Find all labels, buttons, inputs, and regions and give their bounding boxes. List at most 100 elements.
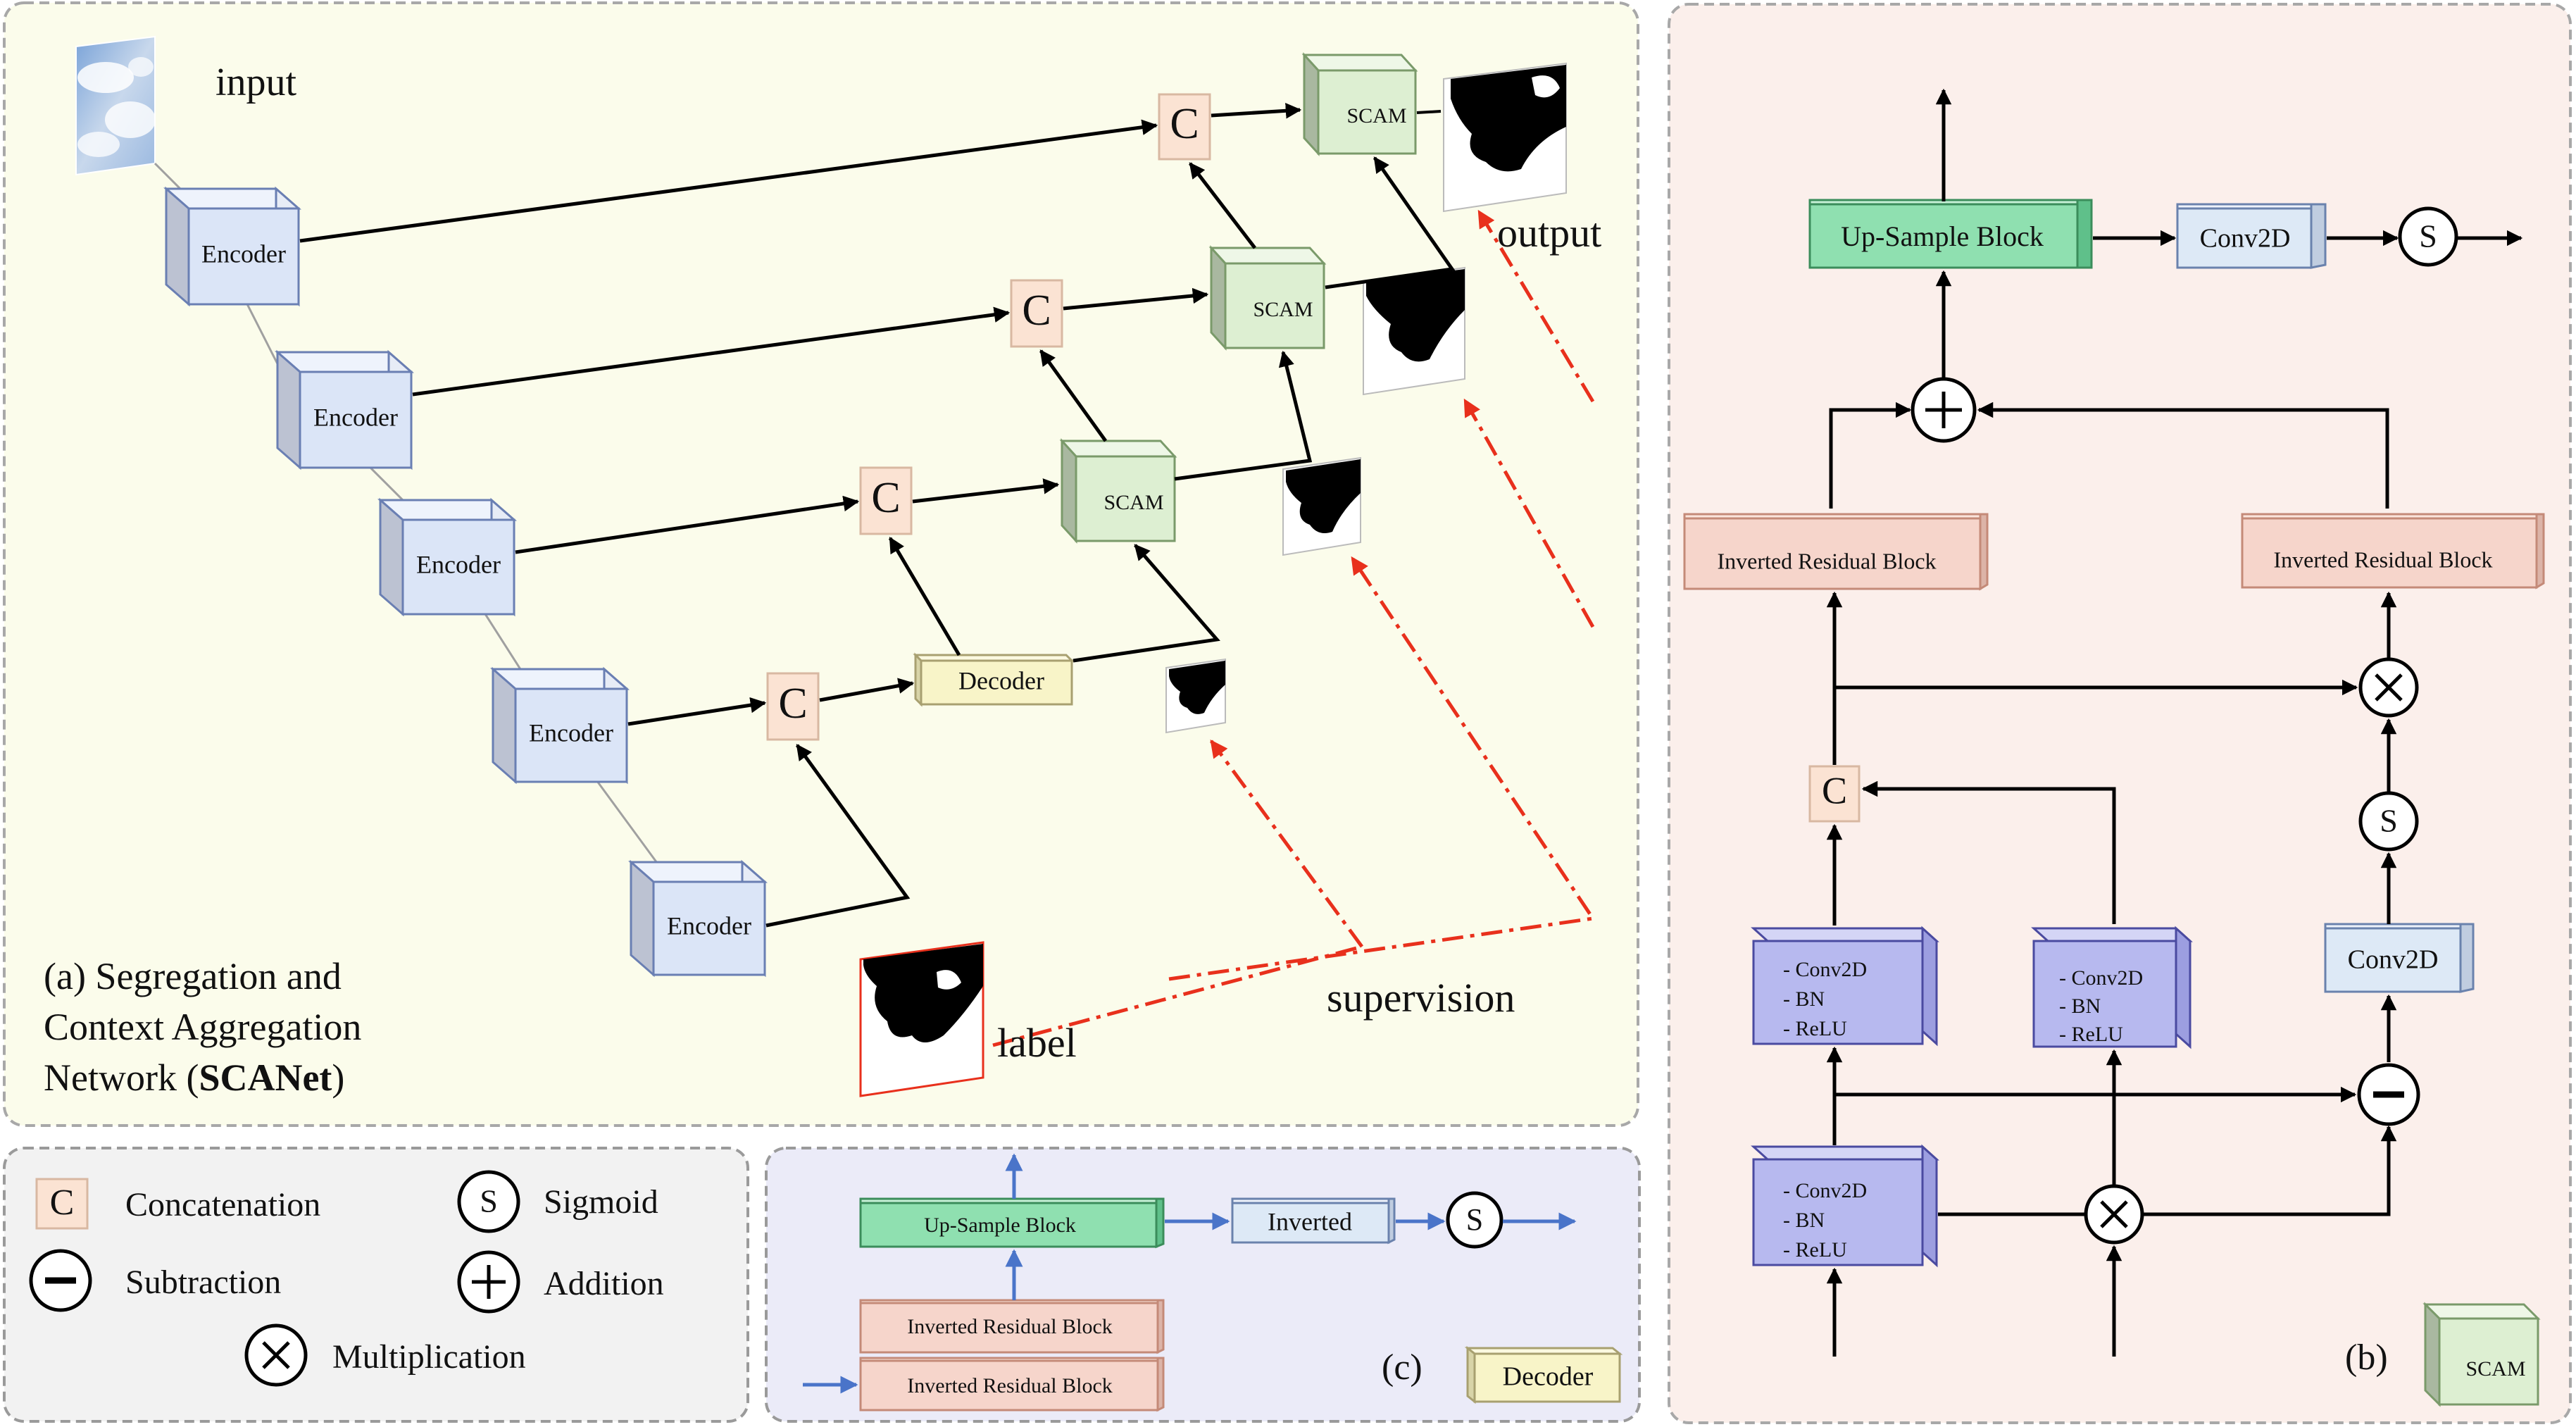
svg-text:Encoder: Encoder	[529, 718, 613, 747]
inverted-residual-block: Inverted Residual Block	[2241, 513, 2545, 590]
label-text: label	[997, 1020, 1077, 1066]
svg-text:Decoder: Decoder	[958, 666, 1044, 694]
svg-text:C: C	[1170, 100, 1199, 148]
concat-to-scam-arrow	[912, 478, 1060, 504]
conv-bn-relu-block: - Conv2D - BN - ReLU	[2031, 926, 2193, 1049]
svg-text:Inverted Residual Block: Inverted Residual Block	[907, 1315, 1113, 1338]
upsample-block: Up-Sample Block	[859, 1197, 1165, 1249]
svg-text:- ReLU: - ReLU	[2059, 1023, 2123, 1046]
svg-text:S: S	[2419, 218, 2437, 254]
output-label: output	[1497, 210, 1601, 256]
cbr-to-concat-arrow	[1861, 780, 2116, 924]
svg-text:- BN: - BN	[1783, 987, 1825, 1011]
bottleneck-arrow	[765, 744, 911, 928]
svg-text:Encoder: Encoder	[201, 239, 286, 268]
panel-a-caption-line: Context Aggregation	[44, 1006, 361, 1048]
concat-to-decoder-arrow	[819, 678, 915, 702]
inverted-residual-block: Inverted Residual Block	[859, 1299, 1165, 1354]
inverted-residual-block: Inverted Residual Block	[859, 1357, 1165, 1412]
svg-text:C: C	[778, 680, 807, 728]
prediction-mask	[1363, 266, 1465, 396]
conv2d-box: Conv2D	[2176, 203, 2327, 269]
skip-connection-arrow	[627, 697, 767, 726]
svg-text:- Conv2D: - Conv2D	[2059, 966, 2143, 990]
encoder-box: Encoder	[163, 186, 301, 307]
sigmoid-node: S	[1446, 1191, 1503, 1249]
supervision-lines	[992, 209, 1596, 1047]
scam-to-scam-arrow	[1174, 350, 1313, 481]
svg-text:Up-Sample Block: Up-Sample Block	[924, 1214, 1076, 1237]
svg-text:Inverted: Inverted	[1268, 1207, 1352, 1235]
svg-text:Decoder: Decoder	[1503, 1362, 1594, 1392]
svg-text:S: S	[1466, 1202, 1483, 1237]
irb-to-add-arrow	[1977, 401, 2389, 509]
panel-b-background	[1668, 3, 2572, 1424]
decoder-box: Decoder	[913, 652, 1075, 707]
addition-node	[1911, 377, 1977, 443]
decoder-badge: Decoder	[1464, 1345, 1623, 1404]
decoder-to-concat-arrow	[888, 537, 961, 656]
inverted-residual-block: Inverted Residual Block	[1683, 513, 1989, 591]
svg-text:Conv2D: Conv2D	[2348, 945, 2439, 975]
input-image	[75, 35, 156, 176]
panel-a-caption-line: (a) Segregation and	[44, 955, 342, 997]
legend-sigmoid-symbol: S	[457, 1170, 520, 1233]
concat-box: C	[1010, 279, 1063, 348]
legend-addition-label: Addition	[544, 1265, 664, 1302]
mul-to-sub-arrow	[2142, 1125, 2397, 1216]
scam-to-output-line	[1416, 110, 1442, 114]
scam-box: SCAM	[1301, 52, 1418, 156]
legend-background	[3, 1147, 749, 1423]
svg-text:- Conv2D: - Conv2D	[1783, 1179, 1867, 1202]
svg-text:- ReLU: - ReLU	[1783, 1017, 1847, 1040]
encoder-box: Encoder	[490, 666, 630, 785]
supervision-label: supervision	[1327, 975, 1515, 1021]
output-mask	[1443, 62, 1567, 213]
svg-text:Inverted Residual Block: Inverted Residual Block	[2273, 547, 2492, 572]
encoder-box: Encoder	[628, 859, 768, 978]
svg-text:Inverted Residual Block: Inverted Residual Block	[1717, 548, 1936, 573]
concat-to-scam-arrow	[1063, 287, 1209, 311]
legend-subtraction-symbol	[29, 1249, 92, 1312]
upsample-block: Up-Sample Block	[1808, 199, 2093, 269]
legend-concat-label: Concatenation	[125, 1186, 320, 1223]
svg-text:SCAM: SCAM	[1253, 298, 1313, 321]
label-mask	[859, 941, 984, 1097]
svg-text:SCAM: SCAM	[2465, 1357, 2525, 1381]
conv2d-box: Conv2D	[2324, 923, 2475, 993]
multiplication-node	[2358, 657, 2419, 718]
legend-addition-symbol	[457, 1250, 520, 1314]
prediction-mask	[1282, 456, 1361, 556]
concat-box: C	[1808, 765, 1861, 823]
svg-text:Encoder: Encoder	[416, 550, 501, 578]
sigmoid-node: S	[2398, 206, 2458, 267]
scam-box: SCAM	[1059, 438, 1177, 544]
scam-to-concat-arrow	[1039, 349, 1108, 442]
svg-text:- BN: - BN	[1783, 1209, 1825, 1232]
svg-text:C: C	[1022, 287, 1051, 335]
svg-text:- ReLU: - ReLU	[1783, 1238, 1847, 1261]
inverted-box: Inverted	[1231, 1197, 1396, 1245]
scam-badge: SCAM	[2422, 1302, 2541, 1407]
legend-concat-symbol: C	[35, 1178, 89, 1230]
subtraction-node	[2357, 1063, 2420, 1126]
concat-to-scam-arrow	[1211, 103, 1302, 119]
svg-text:S: S	[2380, 803, 2398, 839]
svg-text:Conv2D: Conv2D	[2200, 224, 2291, 254]
svg-text:- BN: - BN	[2059, 995, 2101, 1018]
svg-text:S: S	[480, 1183, 498, 1219]
concat-box: C	[766, 672, 820, 741]
skip-connection-arrow	[299, 119, 1158, 243]
sigmoid-node: S	[2358, 791, 2419, 852]
legend-subtraction-label: Subtraction	[125, 1264, 281, 1301]
panel-b-caption: (b)	[2345, 1338, 2388, 1378]
legend-sigmoid-label: Sigmoid	[544, 1183, 658, 1221]
input-label: input	[215, 61, 297, 104]
prediction-mask	[1165, 658, 1226, 734]
svg-text:C: C	[1822, 769, 1847, 811]
panel-a-caption-line: Network (SCANet)	[44, 1057, 344, 1099]
concat-box: C	[1158, 93, 1211, 161]
concat-box: C	[859, 466, 913, 535]
legend-multiplication-symbol	[244, 1323, 308, 1387]
svg-text:SCAM: SCAM	[1346, 104, 1406, 127]
